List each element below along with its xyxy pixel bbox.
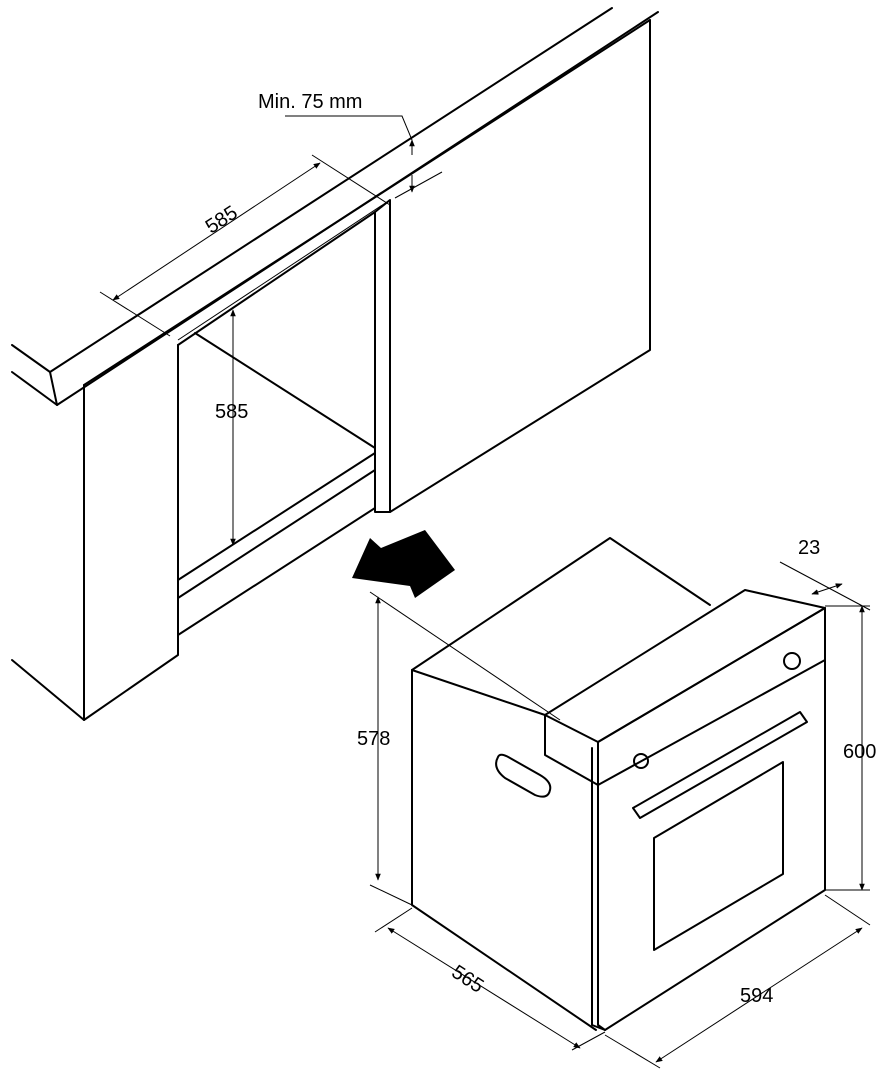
worktop-front-edge xyxy=(11,11,659,406)
width-dimension-line xyxy=(655,927,863,1063)
control-panel-top xyxy=(544,589,826,743)
control-panel-side xyxy=(544,714,599,786)
left-cabinet-base xyxy=(11,659,85,721)
door-window xyxy=(653,761,784,951)
niche-width-ext-left xyxy=(99,291,171,337)
door-handle xyxy=(632,711,808,819)
niche-shelf-top xyxy=(177,452,376,581)
left-cabinet-side xyxy=(83,344,179,721)
panel-thickness-arrow xyxy=(811,583,843,595)
oven-side xyxy=(411,669,597,1031)
depth-dimension-line xyxy=(387,927,581,1049)
min-gap-leader xyxy=(285,115,413,141)
niche-width-dimension-line xyxy=(112,162,321,301)
worktop-top-edge xyxy=(11,7,613,373)
niche-shelf-front xyxy=(177,469,376,599)
knob-left-icon xyxy=(633,753,649,769)
min-gap-extension xyxy=(394,171,443,199)
worktop-front-lower-edge xyxy=(49,371,58,406)
right-cabinet-front xyxy=(389,19,651,513)
oven-side-top-edge xyxy=(411,669,546,716)
body-height-label: 578 xyxy=(357,728,390,750)
niche-width-ext-right xyxy=(311,154,391,206)
niche-width-label: 585 xyxy=(202,202,242,239)
width-ext-right xyxy=(824,894,871,926)
niche-back-top xyxy=(177,211,376,346)
depth-ext-right xyxy=(571,1031,606,1051)
panel-thickness-label: 23 xyxy=(798,537,820,559)
niche-left-wall xyxy=(177,344,376,636)
oven-front-frame xyxy=(597,607,826,1031)
worktop-underside xyxy=(83,19,651,386)
body-height-ext-top xyxy=(369,591,561,721)
panel-thickness-leader xyxy=(779,561,871,611)
depth-ext-left xyxy=(374,907,413,933)
width-ext-left xyxy=(604,1034,661,1069)
built-in-oven xyxy=(411,537,826,1031)
insert-arrow-icon xyxy=(352,530,455,598)
front-panel-edge xyxy=(591,747,606,1031)
knob-right-icon xyxy=(783,652,801,670)
niche-inner-back xyxy=(194,332,376,449)
depth-label: 565 xyxy=(447,961,487,998)
body-height-ext-bottom xyxy=(369,884,413,906)
right-jamb xyxy=(374,199,391,513)
oven-dimensions: 578 600 23 565 594 xyxy=(357,537,876,1069)
oven-top xyxy=(411,537,711,671)
kitchen-cabinet xyxy=(11,7,659,721)
side-handle-recess xyxy=(495,753,552,798)
min-gap-label: Min. 75 mm xyxy=(258,91,362,113)
oven-height-label: 600 xyxy=(843,741,876,763)
niche-height-label: 585 xyxy=(215,401,248,423)
width-label: 594 xyxy=(740,985,773,1007)
